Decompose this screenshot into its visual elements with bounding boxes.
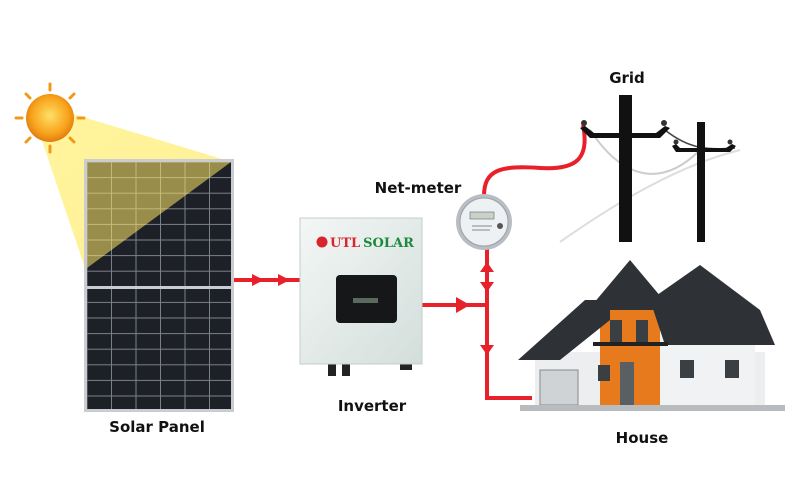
- flow-arrows: [252, 262, 494, 355]
- grid-power-poles: [559, 95, 741, 243]
- arrow-down-icon: [480, 282, 494, 292]
- solar-panel-label: Solar Panel: [109, 418, 205, 436]
- solar-panel: [84, 159, 234, 412]
- sun-icon: [14, 82, 86, 154]
- house-label: House: [616, 429, 669, 447]
- house: [518, 260, 785, 411]
- grid-label: Grid: [609, 69, 645, 87]
- arrow-down-icon: [480, 345, 494, 355]
- arrow-up-icon: [480, 262, 494, 272]
- net-meter: [456, 194, 512, 250]
- arrow-right-icon: [456, 297, 470, 313]
- arrow-right-icon: [278, 274, 290, 286]
- inverter-label: Inverter: [338, 397, 407, 415]
- arrow-right-icon: [252, 274, 264, 286]
- net-meter-label: Net-meter: [375, 179, 462, 197]
